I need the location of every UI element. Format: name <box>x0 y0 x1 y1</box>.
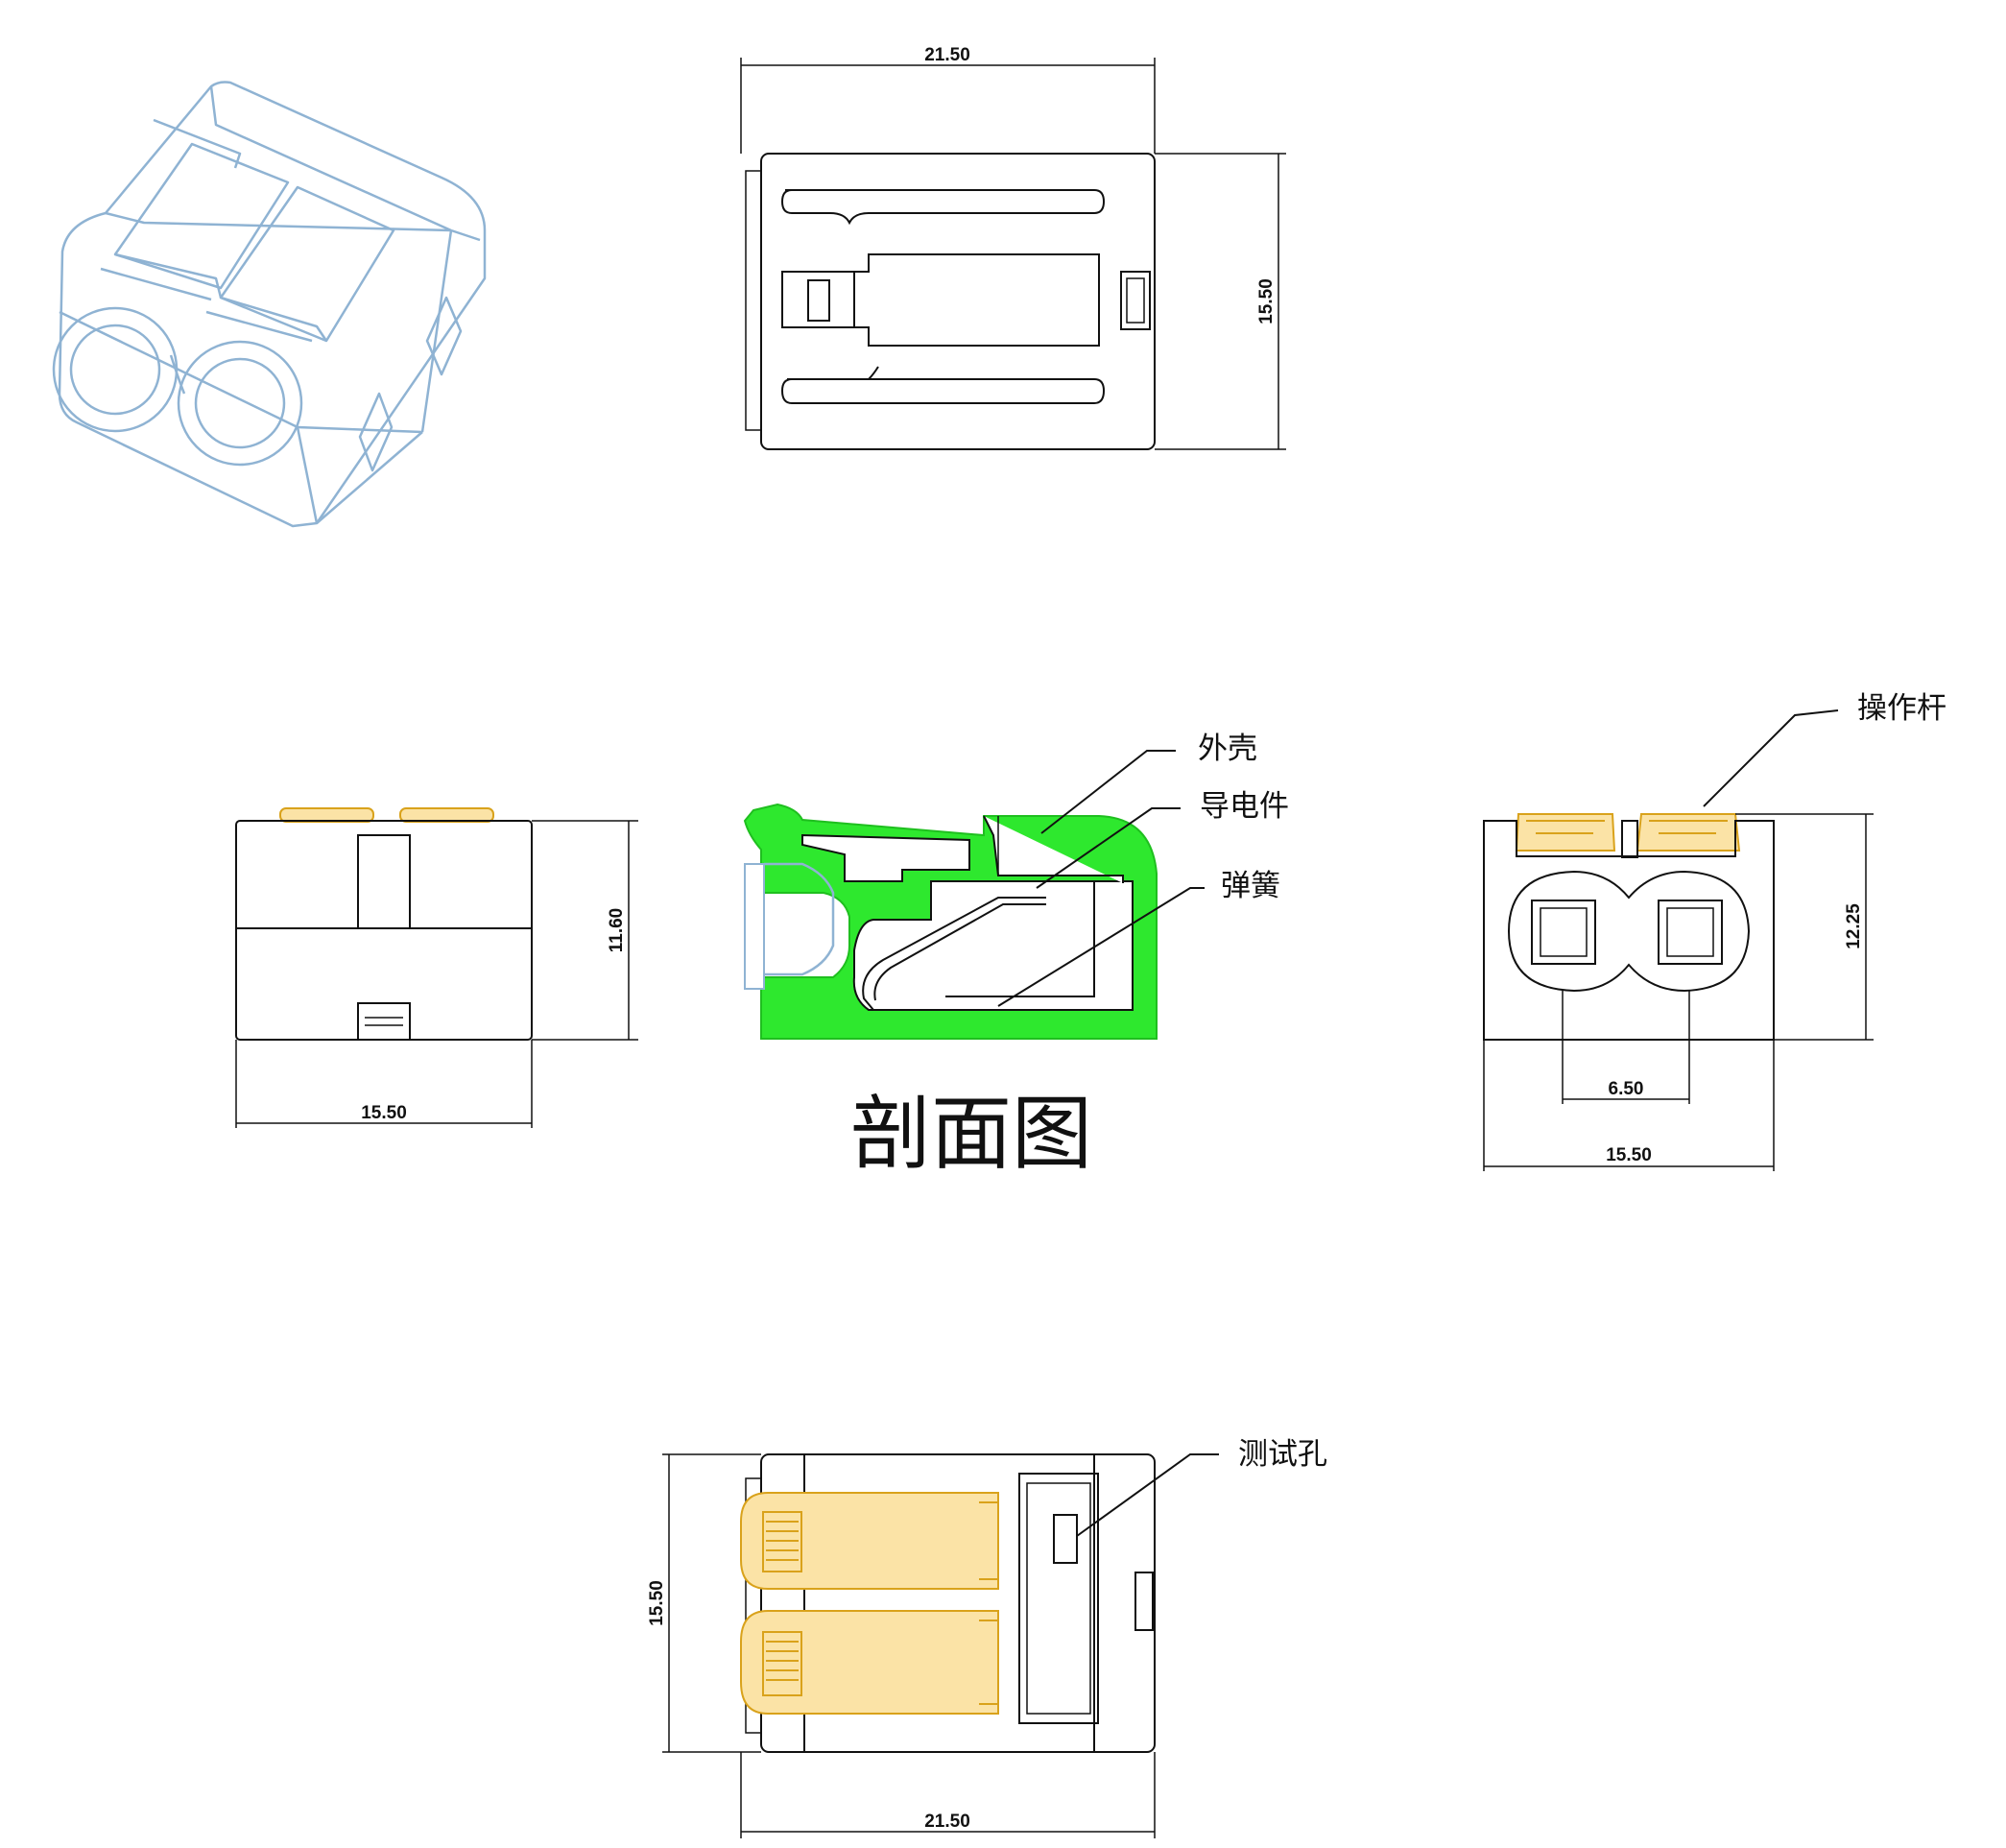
shell-label: 外壳 <box>1198 732 1257 766</box>
right-pitch-dim: 6.50 <box>1609 1079 1644 1099</box>
test-hole-label: 测试孔 <box>1238 1437 1327 1472</box>
spring-label: 弹簧 <box>1221 869 1280 903</box>
top-height-dim: 15.50 <box>1256 278 1277 324</box>
left-width-dim: 15.50 <box>361 1103 407 1123</box>
right-end-view: 12.25 6.50 15.50 操作杆 <box>1483 691 1946 1171</box>
left-side-view: 11.60 15.50 <box>235 807 638 1128</box>
section-view-title: 剖面图 <box>850 1087 1092 1181</box>
right-height-dim: 12.25 <box>1844 903 1864 949</box>
bottom-view: 15.50 21.50 测试孔 <box>647 1437 1327 1838</box>
lever-label: 操作杆 <box>1857 691 1946 726</box>
bottom-height-dim: 15.50 <box>647 1580 667 1626</box>
top-view: 21.50 15.50 <box>740 45 1286 450</box>
top-width-dim: 21.50 <box>924 45 970 65</box>
conductor-label: 导电件 <box>1200 789 1289 824</box>
bottom-width-dim: 21.50 <box>924 1812 970 1832</box>
right-width-dim: 15.50 <box>1606 1145 1652 1165</box>
isometric-view <box>52 81 487 528</box>
left-height-dim: 11.60 <box>607 908 627 953</box>
section-view: 外壳 导电件 弹簧 剖面图 <box>743 732 1289 1181</box>
